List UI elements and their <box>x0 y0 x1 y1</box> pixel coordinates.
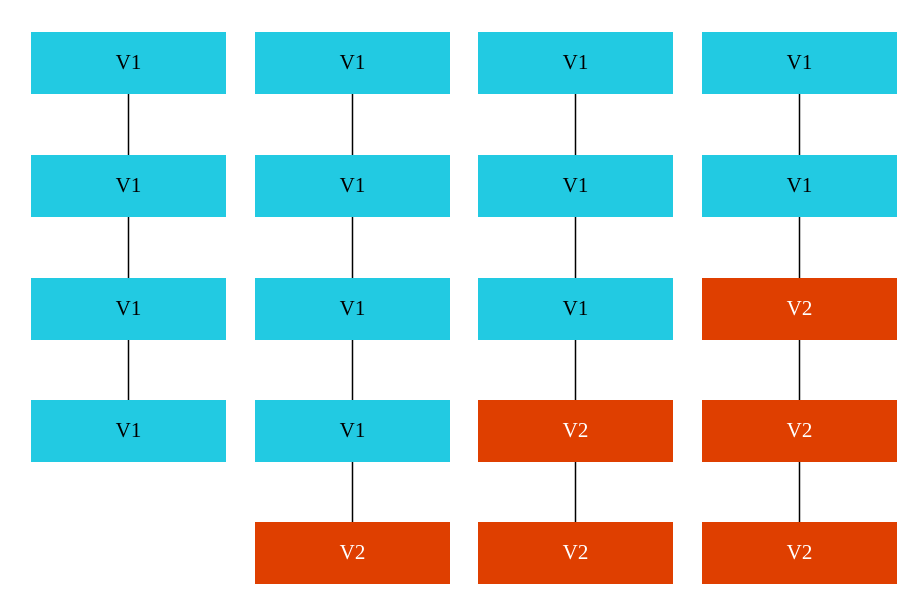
node-box <box>478 522 673 584</box>
node-v2: V2 <box>702 400 897 462</box>
node-v1: V1 <box>31 32 226 94</box>
node-v1: V1 <box>31 400 226 462</box>
node-v1: V1 <box>255 32 450 94</box>
node-label: V1 <box>340 50 366 74</box>
node-box <box>31 155 226 217</box>
node-v2: V2 <box>478 400 673 462</box>
node-v1: V1 <box>702 32 897 94</box>
connectors-layer <box>127 94 801 522</box>
node-label: V2 <box>787 540 813 564</box>
node-v2: V2 <box>478 522 673 584</box>
node-label: V1 <box>116 418 142 442</box>
node-box <box>702 155 897 217</box>
node-v1: V1 <box>255 278 450 340</box>
node-label: V1 <box>787 50 813 74</box>
node-label: V1 <box>116 50 142 74</box>
node-box <box>702 522 897 584</box>
node-box <box>255 32 450 94</box>
node-box <box>478 155 673 217</box>
node-v1: V1 <box>478 278 673 340</box>
node-v1: V1 <box>702 155 897 217</box>
node-box <box>702 278 897 340</box>
node-label: V2 <box>563 418 589 442</box>
node-label: V1 <box>116 296 142 320</box>
node-label: V1 <box>340 418 366 442</box>
node-v1: V1 <box>31 155 226 217</box>
node-box <box>702 400 897 462</box>
node-label: V2 <box>787 418 813 442</box>
node-label: V2 <box>340 540 366 564</box>
node-box <box>255 155 450 217</box>
node-v2: V2 <box>702 278 897 340</box>
node-label: V1 <box>340 173 366 197</box>
node-box <box>478 278 673 340</box>
node-box <box>478 32 673 94</box>
node-box <box>255 522 450 584</box>
node-v2: V2 <box>255 522 450 584</box>
node-label: V2 <box>787 296 813 320</box>
node-v1: V1 <box>478 32 673 94</box>
node-label: V2 <box>563 540 589 564</box>
node-label: V1 <box>563 296 589 320</box>
node-v2: V2 <box>702 522 897 584</box>
node-box <box>702 32 897 94</box>
node-box <box>478 400 673 462</box>
node-label: V1 <box>563 173 589 197</box>
node-v1: V1 <box>255 400 450 462</box>
node-label: V1 <box>340 296 366 320</box>
node-box <box>31 278 226 340</box>
node-v1: V1 <box>255 155 450 217</box>
node-box <box>31 400 226 462</box>
node-v1: V1 <box>31 278 226 340</box>
node-label: V1 <box>787 173 813 197</box>
node-box <box>255 400 450 462</box>
node-v1: V1 <box>478 155 673 217</box>
node-label: V1 <box>563 50 589 74</box>
node-label: V1 <box>116 173 142 197</box>
node-box <box>31 32 226 94</box>
node-box <box>255 278 450 340</box>
